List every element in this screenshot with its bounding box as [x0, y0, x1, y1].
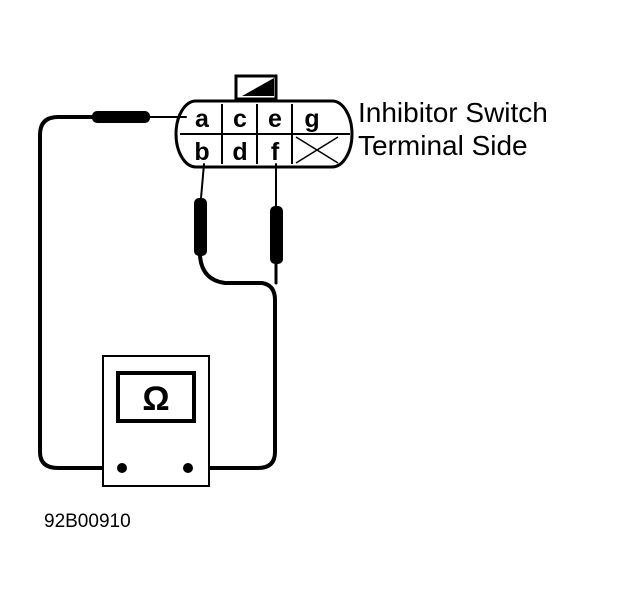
ohmmeter-terminal-right — [183, 463, 193, 473]
terminal-d-label: d — [232, 138, 247, 166]
terminal-f-label: f — [271, 138, 280, 166]
probe-a — [92, 111, 187, 123]
probe-a-body — [92, 111, 150, 123]
terminal-a-label: a — [195, 105, 210, 133]
empty-cavity-cross — [295, 136, 339, 164]
ohmmeter-terminal-left — [117, 463, 127, 473]
probe-b-tip — [200, 163, 205, 199]
probe-b-body — [194, 198, 207, 256]
probe-f-body — [270, 206, 283, 264]
ohmmeter: Ω — [102, 355, 210, 487]
terminal-e-label: e — [268, 105, 282, 133]
probe-b — [194, 163, 207, 256]
lead-wire-left — [38, 115, 124, 470]
terminal-c-label: c — [233, 105, 247, 133]
ohm-symbol: Ω — [142, 380, 169, 418]
ohmmeter-display — [116, 371, 196, 423]
terminal-g-label: g — [304, 105, 319, 133]
connector: a c e g b d f — [174, 74, 354, 169]
diagram-title-line2: Terminal Side — [358, 130, 528, 161]
terminal-b-label: b — [194, 138, 209, 166]
connector-latch-fill — [242, 78, 274, 96]
lead-wire-b — [186, 254, 277, 470]
probe-f — [270, 163, 283, 264]
diagram-title-line1: Inhibitor Switch — [358, 97, 548, 128]
figure-id: 92B00910 — [44, 511, 131, 532]
